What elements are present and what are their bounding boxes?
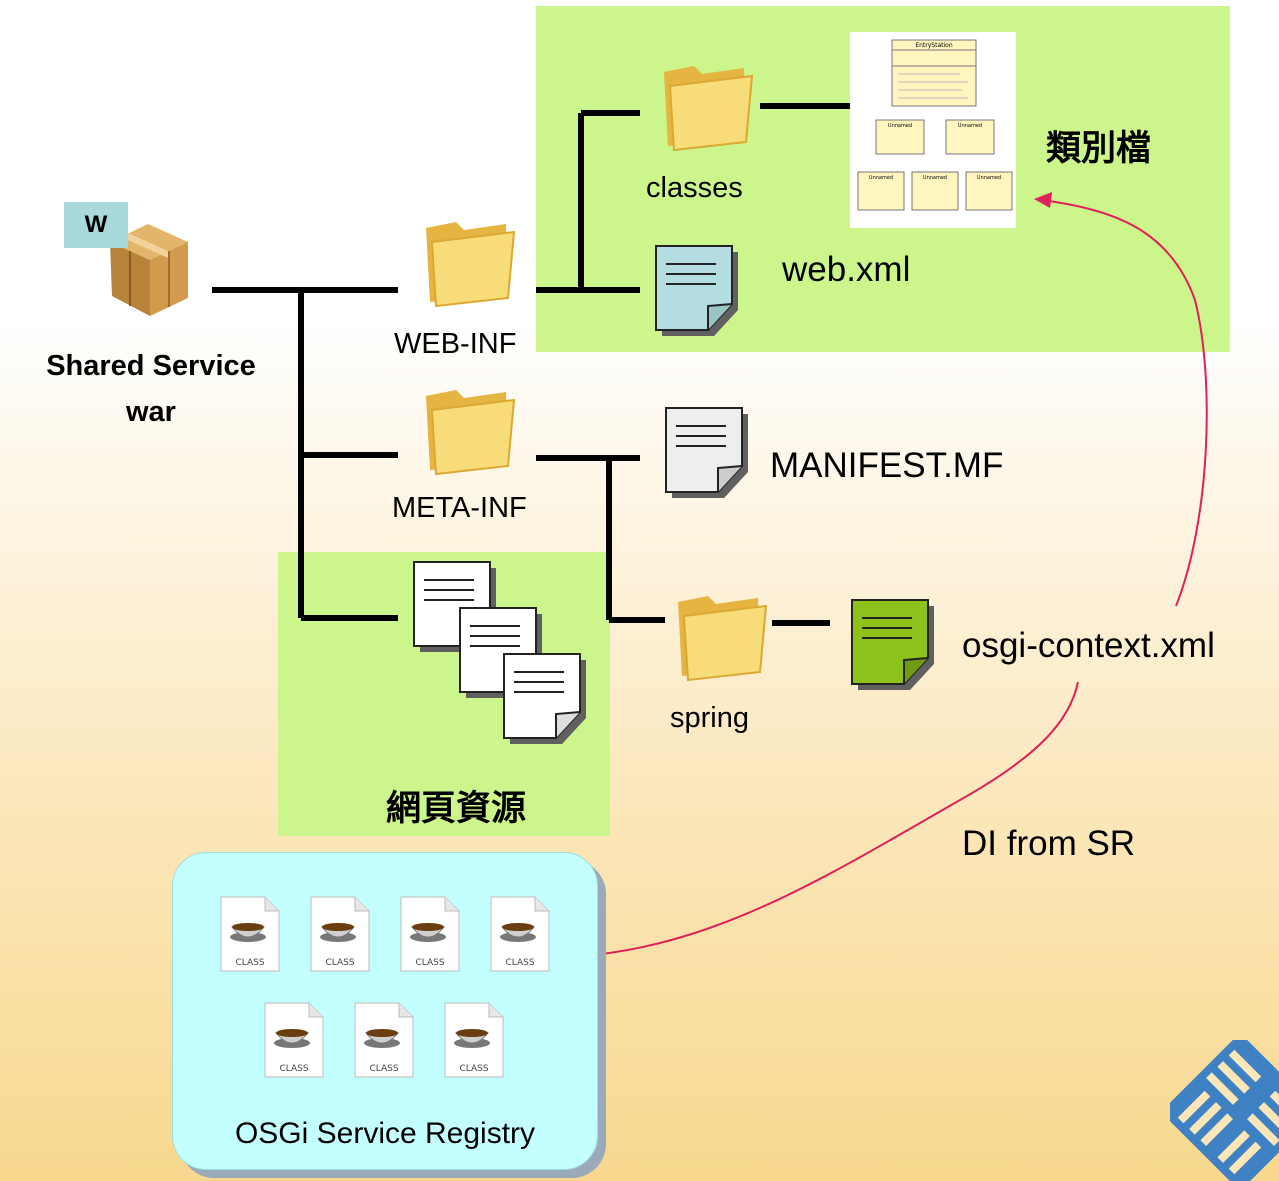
document-icon	[662, 406, 754, 502]
company-logo-icon	[1170, 1040, 1279, 1181]
java-class-icon: CLASS	[261, 1001, 327, 1079]
class-files-label: 類別檔	[1046, 129, 1152, 169]
class-caption: CLASS	[235, 958, 264, 968]
java-class-icon: CLASS	[217, 895, 283, 973]
java-class-icon: CLASS	[487, 895, 553, 973]
uml-class-4: Unnamed	[923, 175, 947, 181]
folder-label-meta-inf: META-INF	[392, 492, 527, 524]
war-label-line2: war	[126, 396, 176, 428]
class-caption: CLASS	[279, 1064, 308, 1074]
war-badge: W	[64, 202, 128, 248]
folder-label-spring: spring	[670, 702, 749, 734]
folder-label-classes: classes	[646, 172, 743, 204]
document-icon	[500, 652, 592, 748]
class-caption: CLASS	[505, 958, 534, 968]
arrow-label-di-from-sr: DI from SR	[962, 824, 1136, 863]
class-caption: CLASS	[369, 1064, 398, 1074]
document-icon	[848, 598, 940, 694]
class-caption: CLASS	[415, 958, 444, 968]
java-class-icon: CLASS	[441, 1001, 507, 1079]
folder-label-web-inf: WEB-INF	[394, 328, 517, 360]
document-icon	[652, 244, 744, 340]
class-caption: CLASS	[325, 958, 354, 968]
osgi-service-registry: CLASS CLASS CLASS CLASS	[172, 852, 598, 1170]
uml-main-class: EntryStation	[915, 42, 952, 49]
file-label-osgi-context: osgi-context.xml	[962, 626, 1215, 665]
registry-label: OSGi Service Registry	[234, 1117, 536, 1150]
uml-class-3: Unnamed	[869, 175, 893, 181]
java-class-icon: CLASS	[307, 895, 373, 973]
web-resources-label: 網頁資源	[386, 789, 527, 829]
war-label-line1: Shared Service	[46, 350, 256, 382]
class-caption: CLASS	[459, 1064, 488, 1074]
file-label-manifest: MANIFEST.MF	[770, 446, 1004, 485]
folder-icon	[412, 370, 524, 482]
uml-class-diagram: EntryStation Unnamed Unnamed Unnamed Unn…	[850, 32, 1016, 228]
folder-icon	[664, 576, 776, 688]
file-label-web-xml: web.xml	[782, 250, 911, 289]
folder-icon	[412, 202, 524, 314]
cardboard-box-icon	[106, 218, 192, 320]
uml-class-5: Unnamed	[977, 175, 1001, 181]
java-class-icon: CLASS	[351, 1001, 417, 1079]
uml-class-1: Unnamed	[888, 123, 912, 129]
java-class-icon: CLASS	[397, 895, 463, 973]
uml-class-2: Unnamed	[958, 123, 982, 129]
folder-icon	[650, 46, 762, 158]
